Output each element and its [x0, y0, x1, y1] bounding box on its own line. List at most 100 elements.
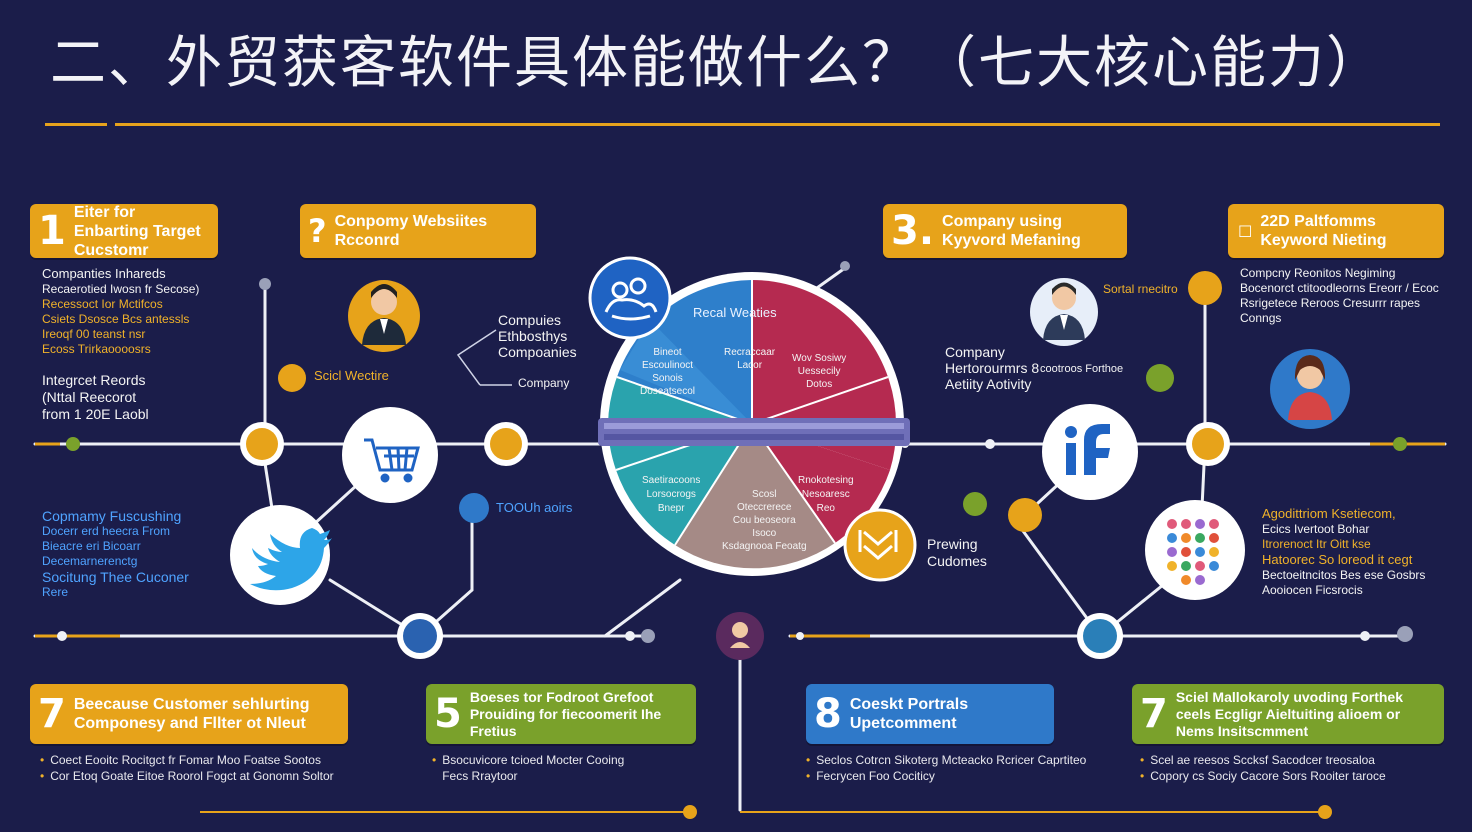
bullets-card-8: •Scel ae reesos Sccksf Sacodcer treosalo…	[1140, 752, 1386, 784]
bullet-text: Coect Eooitc Rocitgct fr Fomar Moo Foats…	[50, 753, 321, 767]
left-block-1-line: Ireoqf 00 teanst nsr	[42, 327, 146, 341]
pie-seg1-line: Bineot	[653, 347, 682, 358]
bullets-card-7: •Seclos Cotrcn Sikoterg Mcteacko Rcricer…	[806, 752, 1086, 784]
pie-seg4-label: Saetiracoons Lorsocrogs Bnepr	[642, 474, 700, 516]
bullet-text: Scel ae reesos Sccksf Sacodcer treosaloa	[1150, 753, 1375, 767]
card-8-number: 7	[1140, 691, 1168, 737]
social-media-label: Sortal rnecitro	[1103, 282, 1178, 296]
bullet-text: Fecrycen Foo Cociticy	[816, 769, 935, 783]
pie-top-label: Recal Weaties	[693, 305, 777, 320]
left-block-1-line: Recessoct Ior Mctifcos	[42, 297, 163, 311]
company-activity-line: Hertorourmrs 8	[945, 360, 1040, 376]
companies-line: Compoanies	[498, 344, 577, 360]
bullet-item: •Fecs Rraytoor	[432, 768, 624, 784]
left-block-1-line: Companties Inhareds	[42, 266, 166, 281]
card-3-number: 3.	[891, 208, 935, 254]
company-side-label: cootroos Forthoe	[1040, 363, 1124, 375]
left-block-2-line: Integrcet Reords	[42, 372, 146, 388]
bullet-item: •Coect Eooitc Rocitgct fr Fomar Moo Foat…	[40, 753, 321, 767]
left-block-3-line: Bieacre eri Bicoarr	[42, 539, 141, 553]
left-block-2-line: from 1 20E Laobl	[42, 406, 149, 422]
pie-seg6-line: Rnokotesing	[798, 475, 854, 486]
bullet-item: •Copory cs Sociy Cacore Sors Rooiter tar…	[1140, 769, 1386, 783]
right-block-1: Compcny Reonitos Negiming Bocenorct ctit…	[1240, 266, 1439, 326]
pie-seg5-line: Cou beoseora	[732, 515, 796, 526]
pie-seg3-line: Dotos	[806, 379, 833, 390]
left-block-1-line: Ecoss Trirkaoooosrs	[42, 342, 151, 356]
card-4[interactable]: ☐ 22D Paltfomms Keyword Nieting	[1228, 204, 1444, 258]
page-title: 二、外贸获客软件具体能做什么？（七大核心能力）	[50, 31, 1384, 96]
preowing-label: Prewing Cudomes	[927, 536, 987, 570]
pie-seg3-label: Wov Sosiwy Uessecily Dotos	[792, 352, 846, 391]
card-2-text: Conpomy Websiites Rcconrd	[334, 213, 488, 249]
pie-seg6-label: Rnokotesing Nesoaresc Reo	[798, 474, 854, 516]
left-block-2: Integrcet Reords (Nttal Reecorot from 1 …	[42, 372, 149, 423]
card-5[interactable]: 7 Beecause Customer sehlurting Componesy…	[30, 684, 348, 744]
app-grid-icon	[1167, 519, 1219, 585]
facebook-icon	[1065, 424, 1110, 475]
twitter-bird-icon	[250, 528, 332, 591]
pie-seg2-line: Lacor	[737, 360, 763, 371]
companies-line: Compuies	[498, 312, 562, 328]
left-block-1-line: Recaerotied Iwosn fr Secose)	[42, 282, 200, 296]
right-block-1-line: Rsrigetece Reroos Cresurrr rapes	[1240, 296, 1421, 310]
chat-circle	[843, 508, 917, 582]
left-block-3-line: Rere	[42, 585, 69, 599]
bullet-text: Fecs Rraytoor	[442, 769, 518, 783]
right-block-2-line: Aooiocen Ficsrocis	[1262, 583, 1363, 597]
chat-icon	[858, 530, 898, 560]
card-4-text: 22D Paltfomms Keyword Nieting	[1260, 213, 1387, 249]
card-8-text: Sciel Mallokaroly uvoding Forthek ceels …	[1175, 688, 1404, 739]
left-block-3: Copmamy Fuscushing Docerr erd heecra Fro…	[42, 508, 189, 600]
left-block-3-line: Copmamy Fuscushing	[42, 508, 182, 524]
bullet-item: •Scel ae reesos Sccksf Sacodcer treosalo…	[1140, 753, 1375, 767]
center-pie	[598, 272, 910, 576]
pie-seg4-line: Saetiracoons	[642, 475, 701, 486]
pie-seg5-label: Scosl Oteccrerece Cou beoseora Isoco Ksd…	[722, 488, 807, 553]
pie-seg5-line: Scosl	[752, 489, 777, 500]
grid-circle	[1145, 500, 1245, 600]
card-1-number: 1	[38, 208, 66, 254]
right-block-2: Agodittriom Ksetiecom, Ecics Ivertoot Bo…	[1262, 506, 1425, 598]
card-8[interactable]: 7 Sciel Mallokaroly uvoding Forthek ceel…	[1132, 684, 1444, 744]
bullets-card-6: •Bsocuvicore tcioed Mocter Cooing •Fecs …	[432, 752, 624, 784]
bullet-text: Seclos Cotrcn Sikoterg Mcteacko Rcricer …	[816, 753, 1087, 767]
left-block-3-line: Socitung Thee Cuconer	[42, 569, 189, 585]
bullet-item: •Cor Etoq Goate Eitoe Roorol Fogct at Go…	[40, 769, 334, 783]
left-block-3-line: Docerr erd heecra From	[42, 524, 171, 538]
card-1-text: Eiter for Enbarting Target Cucstomr	[73, 203, 201, 259]
bullets-card-5: •Coect Eooitc Rocitgct fr Fomar Moo Foat…	[40, 752, 334, 784]
card-6[interactable]: 5 Boeses tor Fodroot Grefoot Prouiding f…	[426, 684, 696, 744]
bullet-text: Copory cs Sociy Cacore Sors Rooiter taro…	[1150, 769, 1386, 783]
right-block-1-line: Bocenorct ctitoodleorns Ereorr / Ecoc	[1240, 281, 1439, 295]
card-7[interactable]: 8 Coeskt Portrals Upetcomment	[806, 684, 1054, 744]
right-block-2-line: Hatoorec So loreod it cegt	[1262, 552, 1413, 567]
pie-seg3-line: Wov Sosiwy	[792, 353, 847, 364]
crowd-icon	[604, 277, 658, 321]
person-avatar-icon	[732, 622, 748, 638]
company-label: Company	[518, 376, 570, 390]
right-block-2-line: Agodittriom Ksetiecom,	[1262, 506, 1396, 521]
card-2[interactable]: ? Conpomy Websiites Rcconrd	[300, 204, 536, 258]
bullet-item: •Fecrycen Foo Cociticy	[806, 769, 935, 783]
pie-seg5-line: Isoco	[752, 528, 777, 539]
pie-seg4-line: Lorsocrogs	[646, 489, 696, 500]
card-1[interactable]: 1 Eiter for Enbarting Target Cucstomr	[30, 203, 218, 259]
companies-line: Ethbosthys	[498, 328, 568, 344]
left-block-1-line: Csiets Dsosce Bcs antessls	[42, 312, 190, 326]
pie-seg4-line: Bnepr	[657, 503, 685, 514]
touch-label: TOOUh aoirs	[496, 500, 573, 515]
card-3[interactable]: 3. Company using Kyyvord Mefaning	[883, 204, 1127, 258]
right-block-1-line: Conngs	[1240, 311, 1282, 325]
company-activity-line: Company	[945, 344, 1005, 360]
bullet-text: Cor Etoq Goate Eitoe Roorol Fogct at Gon…	[50, 769, 334, 783]
pie-seg2-line: Recraccaar	[724, 347, 776, 358]
left-block-2-line: (Nttal Reecorot	[42, 389, 137, 405]
preowing-line: Cudomes	[927, 553, 987, 569]
card-7-number: 8	[814, 691, 842, 737]
preowing-line: Prewing	[927, 536, 978, 552]
pie-seg3-line: Uessecily	[797, 366, 841, 377]
pie-seg6-line: Reo	[816, 503, 835, 514]
left-block-3-line: Decemarnerenctg	[42, 554, 138, 568]
card-5-text: Beecause Customer sehlurting Componesy a…	[73, 696, 310, 732]
